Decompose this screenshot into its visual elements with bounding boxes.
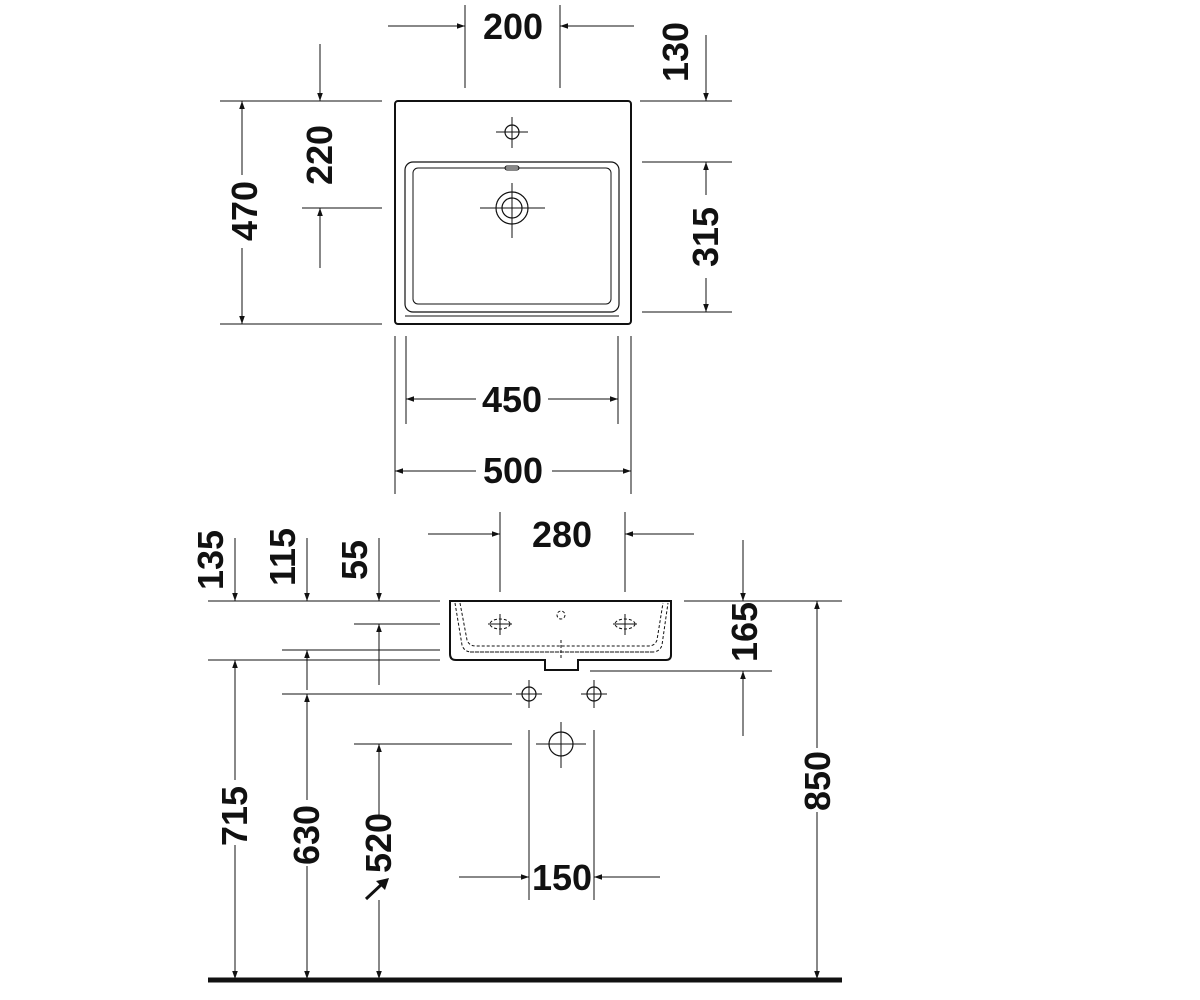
fixing-hole-left-icon [488,614,512,635]
dim-280-label: 280 [532,514,592,555]
overflow-slot [504,165,520,171]
fixing-hole-right-icon [613,614,637,635]
top-view: 200 130 470 220 315 450 500 [220,5,732,494]
dim-470-label: 470 [224,181,265,241]
dim-715-label: 715 [214,786,255,846]
dim-220-label: 220 [299,125,340,185]
valve-left-icon [516,680,542,708]
dim-115-label: 115 [262,528,303,586]
pointer-arrow-icon [364,878,389,901]
overflow-hole-icon [556,610,566,620]
dim-165-label: 165 [724,602,765,662]
bowl-hidden-line [454,602,669,653]
dim-630-label: 630 [286,805,327,865]
bowl-outer [404,161,620,313]
bowl-inner [412,167,612,305]
dim-315-label: 315 [685,207,726,267]
basin-profile [449,600,672,671]
dim-520-label: 520 [358,813,399,873]
side-view: 280 135 115 55 165 850 715 [190,512,842,983]
tap-hole-icon [496,117,528,148]
dim-200-label: 200 [483,6,543,47]
drain-icon [480,183,545,238]
dim-450-label: 450 [482,379,542,420]
dim-135-label: 135 [190,530,231,590]
dim-500-label: 500 [483,450,543,491]
dim-130-label: 130 [655,22,696,82]
waste-outlet-icon [536,722,586,768]
dim-150-label: 150 [532,857,592,898]
valve-right-icon [581,680,607,708]
dim-850-label: 850 [797,751,838,811]
basin-outline [394,100,632,325]
dim-55-label: 55 [334,540,375,580]
